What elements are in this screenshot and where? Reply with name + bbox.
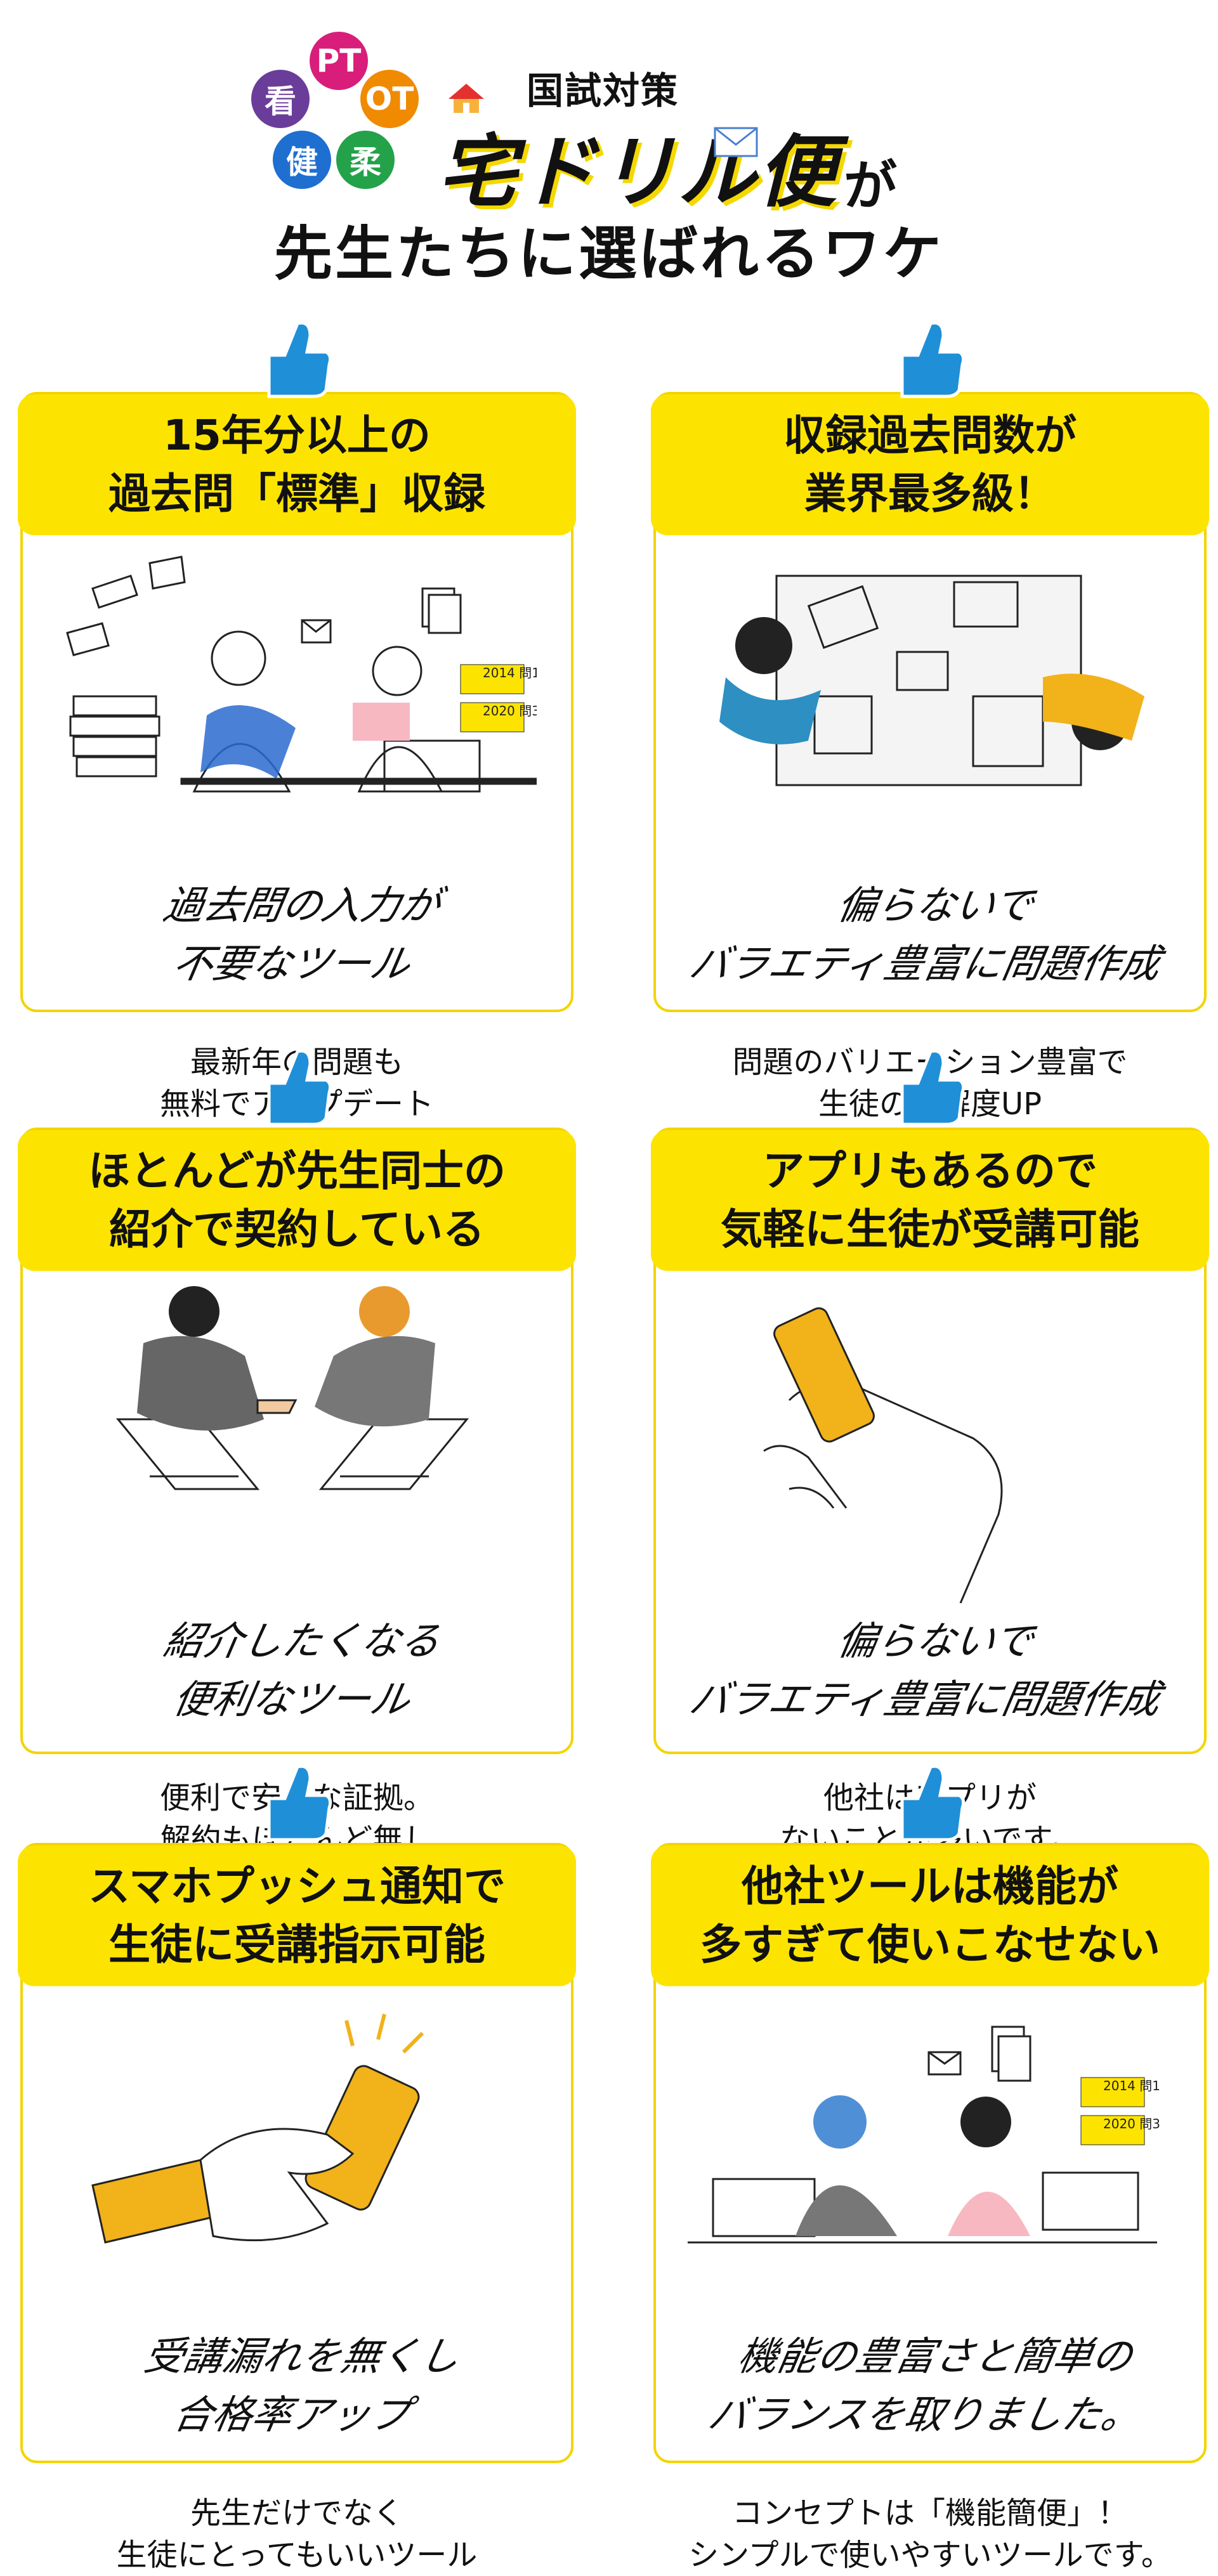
bubble-ot: OT: [360, 70, 419, 128]
card-script-line2: 合格率アップ: [169, 2391, 414, 2438]
bubble-kan: 看: [251, 70, 310, 128]
card-title-line1: 他社ツールは機能が: [742, 1862, 1118, 1911]
card-script: 機能の豊富さと簡単の バランスを取りました。: [646, 2327, 1214, 2444]
card-script: 紹介したくなる 便利なツール: [13, 1612, 581, 1729]
card-title-line2: 過去問「標準」収録: [108, 469, 485, 518]
headline: 先生たちに選ばれるワケ: [273, 220, 944, 288]
card-desc-line2: 生徒にとってもいいツール: [116, 2537, 478, 2573]
feature-card-1: 15年分以上の 過去問「標準」収録 2014 問1 2020 問3 過去問の入力…: [18, 392, 576, 1122]
tag-2014: 2014 問1: [1103, 2078, 1160, 2093]
card-script: 受講漏れを無くし 合格率アップ: [13, 2327, 581, 2444]
thumbs-up-icon: [900, 1764, 966, 1842]
tag-2014: 2014 問1: [483, 665, 537, 680]
thumbs-up-icon: [900, 321, 966, 398]
card-desc-line2: シンプルで使いやすいツールです。: [688, 2537, 1172, 2573]
card-header: ほとんどが先生同士の 紹介で契約している: [18, 1130, 576, 1271]
push-notification-illustration: [91, 2013, 424, 2244]
bubble-pt: PT: [310, 32, 368, 90]
card-script: 偏らないで バラエティ豊富に問題作成: [646, 1612, 1214, 1729]
brand-name: 宅ドリル便: [438, 127, 838, 218]
tag-2020: 2020 問3: [483, 703, 537, 719]
card-description: コンセプトは「機能簡便」！ シンプルで使いやすいツールです。: [656, 2492, 1204, 2576]
tag-2020: 2020 問3: [1103, 2116, 1160, 2131]
card-title-line1: 収録過去問数が: [783, 411, 1077, 460]
card-script-line1: 紹介したくなる: [160, 1618, 444, 1664]
thumbs-up-icon: [900, 1049, 966, 1126]
desk-overhead-illustration: [719, 575, 1144, 786]
card-script-line1: 偏らないで: [833, 882, 1037, 928]
card-title-line1: 15年分以上の: [163, 411, 431, 460]
card-title-line1: スマホプッシュ通知で: [88, 1862, 506, 1911]
card-script-line2: 便利なツール: [169, 1676, 414, 1722]
brand-suffix: が: [844, 155, 898, 217]
card-title-line2: 紹介で契約している: [108, 1205, 485, 1254]
feature-card-2: 収録過去問数が 業界最多級！ 偏らないで バラエティ豊富に問題作成 問題のバリエ…: [651, 392, 1209, 1122]
house-icon: [449, 84, 484, 113]
feature-card-6: 他社ツールは機能が 多すぎて使いこなせない 2014 問1 2020 問3 機能…: [651, 1843, 1209, 2573]
card-script-line1: 偏らないで: [833, 1618, 1037, 1664]
thumbs-up-icon: [267, 1764, 332, 1842]
mail-icon: [714, 127, 758, 157]
feature-card-5: スマホプッシュ通知で 生徒に受講指示可能 受講漏れを無くし 合格率アップ 先生だ…: [18, 1843, 576, 2573]
card-title-line2: 気軽に生徒が受講可能: [721, 1205, 1139, 1254]
troubled-teacher-illustration: 2014 問1 2020 問3: [688, 2026, 1160, 2244]
card-header: アプリもあるので 気軽に生徒が受講可能: [651, 1130, 1209, 1271]
card-script: 過去問の入力が 不要なツール: [13, 876, 581, 993]
card-script-line1: 受講漏れを無くし: [140, 2333, 464, 2379]
bubble-ju: 柔: [336, 131, 395, 189]
card-title-line1: アプリもあるので: [763, 1147, 1097, 1195]
card-desc-line1: 先生だけでなく: [190, 2495, 403, 2531]
card-header: 他社ツールは機能が 多すぎて使いこなせない: [651, 1845, 1209, 1986]
card-header: スマホプッシュ通知で 生徒に受講指示可能: [18, 1845, 576, 1986]
card-script-line1: 機能の豊富さと簡単の: [734, 2333, 1136, 2379]
header: 看 PT OT 健 柔 国試対策 宅ドリル便 が 先生たちに選ばれるワケ: [0, 0, 1218, 304]
card-title-line2: 業界最多級！: [804, 469, 1056, 518]
card-script: 偏らないで バラエティ豊富に問題作成: [646, 876, 1214, 993]
card-script-line2: バラエティ豊富に問題作成: [686, 1676, 1164, 1722]
card-script-line2: バラエティ豊富に問題作成: [686, 940, 1164, 987]
feature-card-4: アプリもあるので 気軽に生徒が受講可能 偏らないで バラエティ豊富に問題作成 他…: [651, 1128, 1209, 1857]
doctor-nurse-illustration: 2014 問1 2020 問3: [66, 556, 537, 793]
card-header: 収録過去問数が 業界最多級！: [651, 394, 1209, 535]
card-title-line1: ほとんどが先生同士の: [88, 1147, 506, 1195]
thumbs-up-icon: [267, 321, 332, 398]
card-description: 先生だけでなく 生徒にとってもいいツール: [23, 2492, 571, 2576]
handshake-illustration: [115, 1286, 469, 1490]
card-script-line2: バランスを取りました。: [705, 2391, 1145, 2438]
feature-card-3: ほとんどが先生同士の 紹介で契約している 紹介したくなる 便利なツール 便利で安…: [18, 1128, 576, 1857]
brand-top: 国試対策: [527, 69, 679, 112]
bubble-ken: 健: [273, 131, 331, 189]
phone-hand-illustration: [763, 1307, 1003, 1603]
card-script-line2: 不要なツール: [169, 940, 414, 987]
card-header: 15年分以上の 過去問「標準」収録: [18, 394, 576, 535]
card-script-line1: 過去問の入力が: [160, 882, 444, 928]
card-desc-line1: コンセプトは「機能簡便」！: [731, 2495, 1128, 2531]
thumbs-up-icon: [267, 1049, 332, 1126]
card-title-line2: 多すぎて使いこなせない: [700, 1920, 1160, 1969]
card-title-line2: 生徒に受講指示可能: [108, 1920, 485, 1969]
